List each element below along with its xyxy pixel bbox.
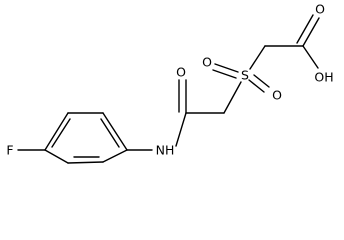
s-o-left-double-bond-a bbox=[214, 63, 239, 73]
ring-bond-3 bbox=[102, 149, 128, 163]
s-o-right-double-bond-b bbox=[253, 74, 270, 88]
acid-hydroxyl-label: OH bbox=[314, 70, 333, 85]
s-o-left-double-bond-b bbox=[212, 69, 237, 79]
sulfur-label: S bbox=[241, 68, 249, 83]
acid-carbonyl-double-bond-b bbox=[296, 14, 314, 44]
ring-bond-1 bbox=[44, 149, 69, 164]
sulfonyl-oxygen-left-label: O bbox=[202, 55, 212, 70]
ring-bond-2 bbox=[67, 161, 104, 164]
ring-bond-4 bbox=[102, 112, 128, 151]
s-ch2-bond bbox=[249, 45, 266, 70]
ring-double-bond-3 bbox=[51, 118, 71, 148]
amide-nitrogen-label: NH bbox=[156, 143, 175, 158]
fluorophenyl-ring bbox=[44, 112, 128, 164]
ch2-s-bond bbox=[223, 81, 242, 114]
ring-double-bond-2 bbox=[100, 118, 120, 148]
acid-hydroxyl-bond bbox=[302, 45, 319, 69]
s-o-right-double-bond-a bbox=[248, 79, 265, 93]
fluorine-label: F bbox=[6, 143, 13, 158]
acid-carbonyl-double-bond-a bbox=[302, 17, 320, 47]
n-carbonyl-bond bbox=[175, 112, 187, 147]
ring-bond-6 bbox=[44, 112, 69, 151]
chemical-structure-diagram: F NH O S O O O OH bbox=[6, 2, 334, 164]
sulfonyl-oxygen-right-label: O bbox=[272, 88, 282, 103]
amide-oxygen-label: O bbox=[176, 65, 186, 80]
acid-carbonyl-oxygen-label: O bbox=[315, 2, 325, 17]
